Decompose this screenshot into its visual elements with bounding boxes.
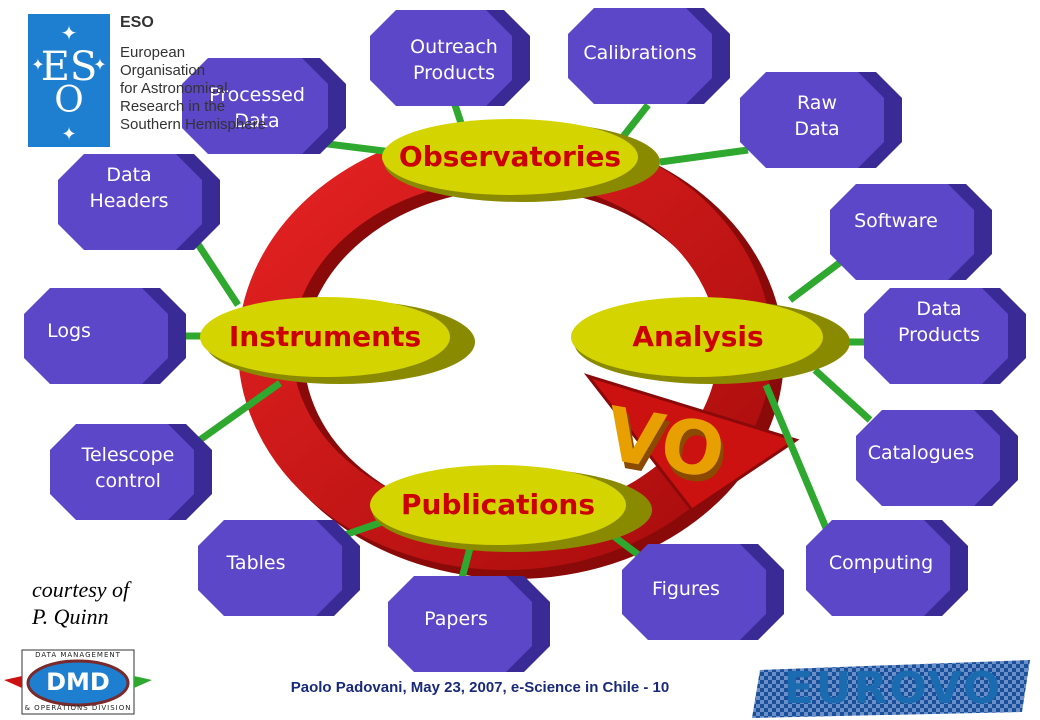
node-software[interactable] bbox=[830, 184, 992, 280]
node-calibrations-face bbox=[568, 8, 712, 104]
node-logs-label: Logs bbox=[47, 320, 91, 342]
star-icon: ✦ bbox=[31, 55, 44, 74]
node-raw[interactable] bbox=[740, 72, 902, 168]
node-papers-face bbox=[388, 576, 532, 672]
node-logs-face bbox=[24, 288, 168, 384]
node-tables-face bbox=[198, 520, 342, 616]
eso-glyph-o: O bbox=[54, 80, 84, 121]
credit-text: courtesy of P. Quinn bbox=[32, 577, 130, 629]
node-headers-face bbox=[58, 154, 202, 250]
node-figures-face bbox=[622, 544, 766, 640]
node-headers[interactable] bbox=[58, 154, 220, 250]
dmd-logo bbox=[4, 649, 152, 715]
node-calibrations-label: Calibrations bbox=[583, 42, 697, 64]
node-processed[interactable] bbox=[182, 58, 346, 154]
hub-instruments-label: Instruments bbox=[228, 320, 422, 353]
node-headers-label: Data Headers bbox=[89, 164, 169, 212]
svg-text:VO: VO bbox=[599, 391, 731, 496]
node-processed-label: Processed Data bbox=[209, 84, 305, 132]
node-layer bbox=[24, 8, 1026, 672]
node-software-face bbox=[830, 184, 974, 280]
connector-papers bbox=[458, 547, 474, 579]
node-papers[interactable] bbox=[388, 576, 550, 672]
eso-name-line: Research in the bbox=[120, 98, 226, 115]
node-tables[interactable] bbox=[198, 520, 360, 616]
hub-analysis-label: Analysis bbox=[632, 320, 764, 353]
node-data-products-face bbox=[864, 288, 1008, 384]
hub-publications-label: Publications bbox=[400, 488, 595, 521]
star-icon: ✦ bbox=[93, 55, 106, 74]
node-computing[interactable] bbox=[806, 520, 968, 616]
node-telescope-face bbox=[50, 424, 194, 520]
hub-publications[interactable] bbox=[370, 465, 652, 552]
connector-processed bbox=[319, 139, 393, 156]
node-software-label: Software bbox=[854, 210, 938, 232]
hub-observatories[interactable] bbox=[382, 119, 660, 202]
eso-name-line: European Organisation bbox=[120, 44, 206, 79]
connector-raw bbox=[659, 146, 749, 166]
eso-name: European Organisation for Astronomical R… bbox=[120, 44, 270, 134]
node-processed-face bbox=[182, 58, 328, 154]
ring-arrowhead bbox=[583, 373, 800, 513]
dmd-middle-text: DMD bbox=[46, 668, 110, 696]
node-catalogues-face bbox=[856, 410, 1000, 506]
node-telescope-label: Telescope control bbox=[81, 444, 175, 492]
node-tables-label: Tables bbox=[226, 552, 286, 574]
connector-telescope bbox=[187, 380, 283, 450]
connector-calibrations bbox=[619, 102, 651, 141]
node-papers-label: Papers bbox=[424, 608, 488, 630]
hub-observatories-label: Observatories bbox=[398, 140, 622, 173]
node-catalogues-label: Catalogues bbox=[867, 442, 975, 464]
eso-glyph-es: ES bbox=[41, 44, 98, 90]
node-figures-label: Figures bbox=[652, 578, 720, 600]
dmd-bottom-text: & OPERATIONS DIVISION bbox=[24, 704, 132, 712]
star-icon: ✦ bbox=[61, 124, 76, 145]
eso-name-line: for Astronomical bbox=[120, 80, 228, 97]
node-computing-face bbox=[806, 520, 950, 616]
eurovo-text: EUROVO bbox=[783, 663, 1003, 714]
node-data-products-label: Data Products bbox=[897, 298, 981, 346]
connector-computing bbox=[762, 383, 830, 530]
eso-logo-graphic: ES O ✦ ✦ ✦ ✦ bbox=[28, 14, 110, 147]
node-logs[interactable] bbox=[24, 288, 186, 384]
hub-analysis[interactable] bbox=[571, 297, 850, 384]
node-calibrations[interactable] bbox=[568, 8, 730, 104]
eurovo-logo bbox=[752, 660, 1030, 718]
connector-catalogues bbox=[812, 367, 873, 423]
node-computing-label: Computing bbox=[828, 552, 934, 574]
node-telescope[interactable] bbox=[50, 424, 212, 520]
hub-instruments[interactable] bbox=[200, 297, 475, 384]
dmd-top-text: DATA MANAGEMENT bbox=[35, 651, 121, 659]
node-catalogues[interactable] bbox=[856, 410, 1018, 506]
eso-acronym: ESO bbox=[120, 14, 154, 31]
node-figures[interactable] bbox=[622, 544, 784, 640]
connector-figures bbox=[609, 532, 643, 559]
star-icon: ✦ bbox=[61, 21, 78, 45]
node-outreach-face bbox=[370, 10, 512, 106]
node-outreach[interactable] bbox=[370, 10, 530, 106]
node-raw-label: Raw Data bbox=[794, 92, 840, 140]
node-data-products[interactable] bbox=[864, 288, 1026, 384]
footer-text: Paolo Padovani, May 23, 2007, e-Science … bbox=[290, 679, 670, 696]
node-outreach-label: Outreach Products bbox=[410, 36, 498, 84]
eso-name-line: Southern Hemisphere bbox=[120, 116, 266, 133]
node-raw-face bbox=[740, 72, 884, 168]
